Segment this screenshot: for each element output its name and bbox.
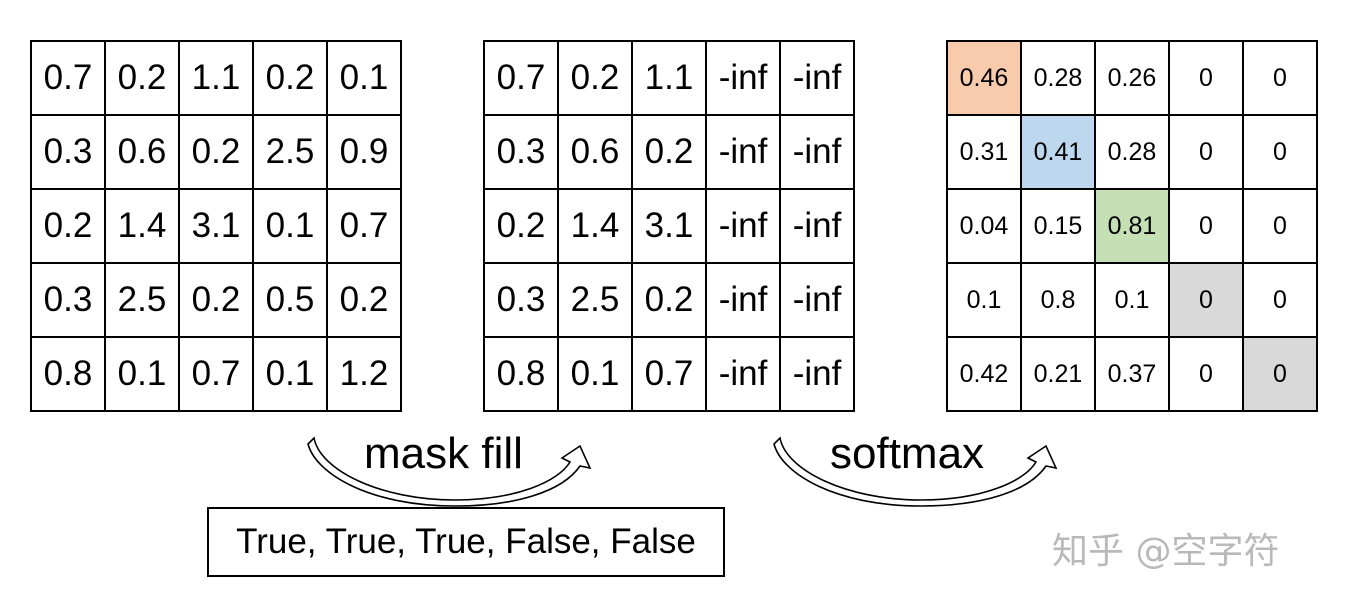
- matrix-cell: 0: [1170, 116, 1244, 190]
- mask-fill-arrow: [307, 436, 592, 507]
- matrix-cell: 0.3: [32, 264, 106, 338]
- matrix-cell: 0.3: [485, 116, 559, 190]
- matrix-cell: 0.7: [328, 190, 402, 264]
- matrix-cell: 0: [1244, 264, 1318, 338]
- watermark: 知乎 @空字符: [1052, 531, 1280, 572]
- matrix-cell: 0.26: [1096, 42, 1170, 116]
- matrix-cell: 1.1: [633, 42, 707, 116]
- matrix-cell: 0: [1244, 116, 1318, 190]
- matrix-cell: 0.15: [1022, 190, 1096, 264]
- matrix-cell: 0.6: [106, 116, 180, 190]
- matrix-cell: 0.7: [633, 338, 707, 412]
- matrix-cell: 0.28: [1022, 42, 1096, 116]
- matrix-cell: -inf: [707, 116, 781, 190]
- matrix-cell: 3.1: [633, 190, 707, 264]
- matrix-cell: 0.2: [559, 42, 633, 116]
- softmax-label: softmax: [830, 429, 985, 478]
- matrix-cell: 0: [1170, 264, 1244, 338]
- matrix-cell: 0.28: [1096, 116, 1170, 190]
- matrix-cell: 0.5: [254, 264, 328, 338]
- matrix-cell: 0: [1244, 190, 1318, 264]
- matrix-cell: 1.2: [328, 338, 402, 412]
- matrix-cell: 0.2: [180, 116, 254, 190]
- matrix-cell: -inf: [781, 338, 855, 412]
- matrix-cell: -inf: [707, 42, 781, 116]
- matrix-cell: 3.1: [180, 190, 254, 264]
- matrix-cell: 0.42: [948, 338, 1022, 412]
- matrix-cell: 0.2: [633, 264, 707, 338]
- matrix-cell: 0: [1170, 42, 1244, 116]
- matrix-cell: -inf: [781, 42, 855, 116]
- matrix-cell: 0: [1170, 338, 1244, 412]
- matrix-cell: 1.4: [559, 190, 633, 264]
- mask-fill-label: mask fill: [364, 429, 523, 478]
- matrix-cell: -inf: [781, 190, 855, 264]
- matrix-cell: 0.1: [1096, 264, 1170, 338]
- matrix-cell: -inf: [781, 264, 855, 338]
- matrix-cell: 0.1: [254, 190, 328, 264]
- matrix-cell: -inf: [707, 338, 781, 412]
- matrix-cell: 0.2: [254, 42, 328, 116]
- matrix-cell: 0.3: [32, 116, 106, 190]
- matrix-cell: 0.7: [32, 42, 106, 116]
- matrix-cell: 0.6: [559, 116, 633, 190]
- matrix-cell: 0.2: [106, 42, 180, 116]
- matrix-cell: 0.2: [32, 190, 106, 264]
- matrix-cell: 0: [1170, 190, 1244, 264]
- matrix-cell: 0.37: [1096, 338, 1170, 412]
- matrix-cell: 0.9: [328, 116, 402, 190]
- matrix-cell: 0.1: [559, 338, 633, 412]
- matrix-cell: 0.2: [328, 264, 402, 338]
- matrix-cell: -inf: [707, 190, 781, 264]
- matrix-cell: 0.8: [1022, 264, 1096, 338]
- matrix-cell: 2.5: [559, 264, 633, 338]
- matrix-cell: 0.04: [948, 190, 1022, 264]
- matrix-cell: 0.1: [948, 264, 1022, 338]
- matrix-cell: 0.1: [328, 42, 402, 116]
- matrix-cell: 2.5: [254, 116, 328, 190]
- matrix-cell: 0.31: [948, 116, 1022, 190]
- matrix-cell: 0.3: [485, 264, 559, 338]
- matrix-cell: 0: [1244, 42, 1318, 116]
- matrix-cell: 0.2: [485, 190, 559, 264]
- matrix-cell: 0.41: [1022, 116, 1096, 190]
- matrix-cell: 0.8: [32, 338, 106, 412]
- matrix-cell: 0.1: [254, 338, 328, 412]
- matrix-cell: 0.8: [485, 338, 559, 412]
- matrix-cell: 0.46: [948, 42, 1022, 116]
- matrix-cell: 0.81: [1096, 190, 1170, 264]
- matrix-cell: -inf: [781, 116, 855, 190]
- matrix-cell: 1.4: [106, 190, 180, 264]
- softmax-arrow: [773, 436, 1058, 507]
- matrix-cell: 0: [1244, 338, 1318, 412]
- matrix-cell: 0.7: [485, 42, 559, 116]
- matrix-cell: 0.7: [180, 338, 254, 412]
- matrix-cell: 0.21: [1022, 338, 1096, 412]
- matrix-cell: 0.2: [180, 264, 254, 338]
- matrix-cell: 2.5: [106, 264, 180, 338]
- matrix-cell: 1.1: [180, 42, 254, 116]
- matrix-cell: 0.1: [106, 338, 180, 412]
- matrix-cell: 0.2: [633, 116, 707, 190]
- matrix-cell: -inf: [707, 264, 781, 338]
- mask-values-box: True, True, True, False, False: [207, 507, 725, 577]
